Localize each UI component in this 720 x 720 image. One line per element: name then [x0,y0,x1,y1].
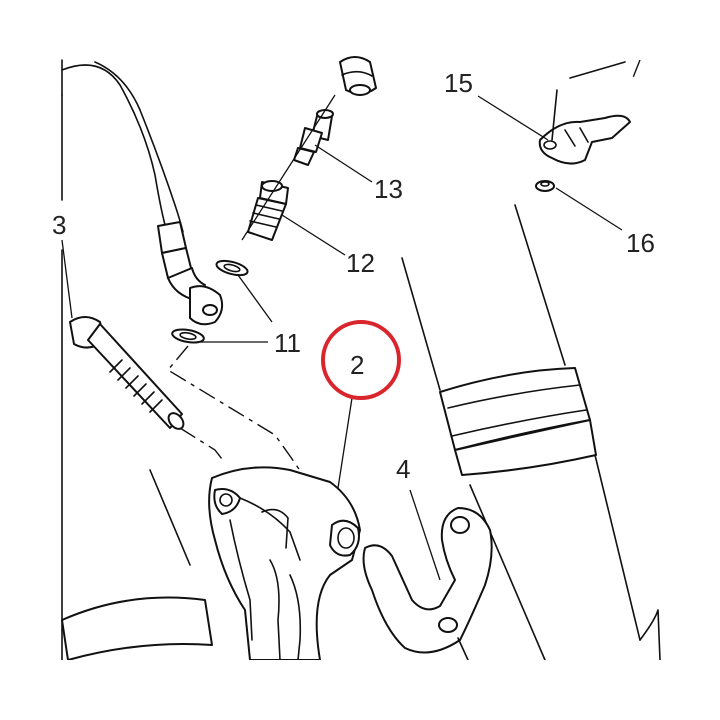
leader-4 [409,489,441,581]
banjo-bolt [247,180,289,241]
part-label-13: 13 [374,174,403,204]
leader-2 [337,397,353,489]
assembly-line-hose [166,345,306,479]
part-label-16: 16 [626,228,655,258]
leader-11-upper [237,274,273,323]
bleed-cap [339,56,377,96]
brake-caliper [208,466,361,661]
leader-13 [314,144,373,183]
copper-washer-lower [171,328,205,344]
fork-tube-left [61,59,213,661]
highlight-circle [321,320,401,400]
leader-12 [281,214,346,256]
part-label-2: 2 [350,350,364,380]
part-label-3: 3 [52,210,66,240]
part-label-12: 12 [346,248,375,278]
hose-clip [538,59,641,165]
rivet [535,180,555,192]
part-label-15: 15 [444,68,473,98]
bleed-valve [293,109,334,166]
leader-3 [61,239,73,319]
caliper-mounting-bolt [69,316,185,430]
part-label-11: 11 [274,328,301,358]
bottom-crop [0,660,720,720]
caliper-bracket [362,507,493,661]
fork-tube-right [401,204,661,661]
leader-15 [477,95,549,141]
brake-hose [61,61,206,301]
leader-16 [555,187,623,231]
assembly-axis-line [241,94,336,241]
banjo-fitting [189,285,224,326]
copper-washer-upper [215,259,249,277]
assembly-line-bolt [179,427,226,464]
part-label-4: 4 [396,454,410,484]
